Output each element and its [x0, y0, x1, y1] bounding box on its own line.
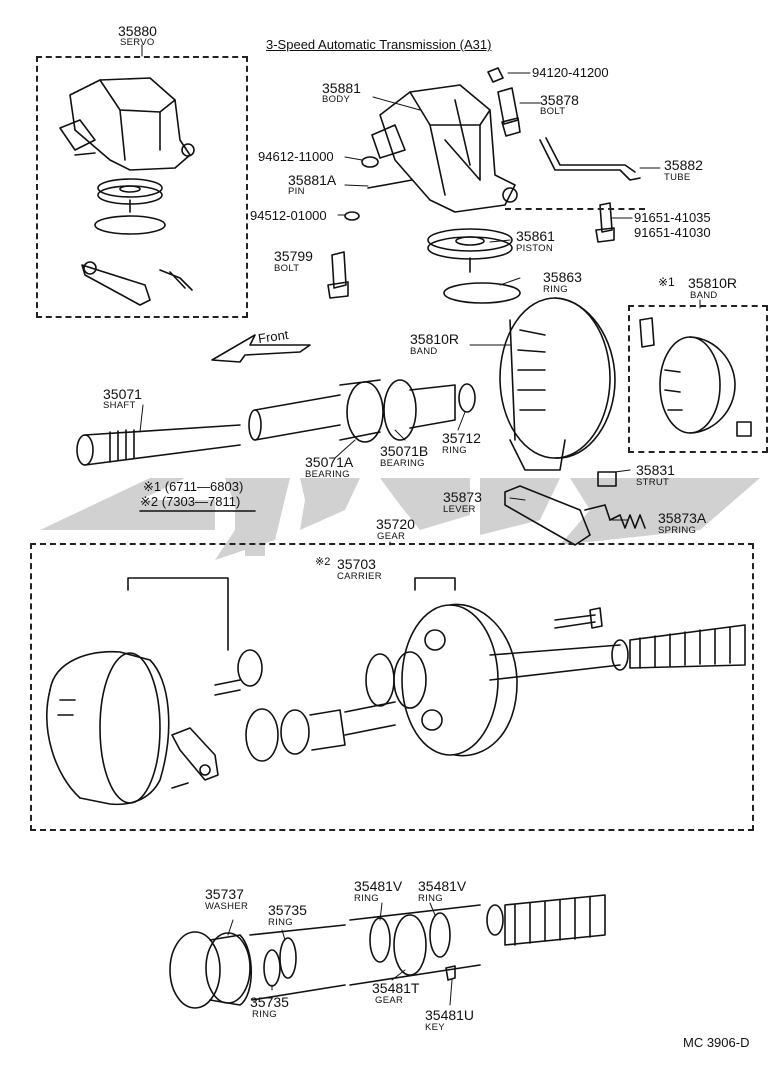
watermark-logo — [40, 478, 760, 560]
part-name: WASHER — [205, 901, 249, 912]
part-name: TUBE — [664, 172, 691, 183]
part-name: STRUT — [636, 477, 670, 488]
servo-assembly-drawing — [59, 77, 195, 306]
part-name: BEARING — [305, 469, 350, 480]
part-name: GEAR — [375, 995, 404, 1006]
part-number: 35481U — [425, 1007, 475, 1023]
part-number: 94512-01000 — [250, 208, 327, 223]
servo-group-box — [36, 56, 248, 318]
part-number: 35881 — [322, 80, 361, 96]
part-number: 35481V — [418, 878, 467, 894]
part-name: RING — [268, 917, 293, 928]
part-name: GEAR — [377, 531, 406, 542]
part-name: RING — [442, 445, 467, 456]
part-number: 35071 — [103, 386, 142, 402]
part-note-mark: ※2 — [315, 556, 331, 568]
diagram-title: 3-Speed Automatic Transmission (A31) — [266, 37, 492, 52]
part-name: BOLT — [540, 106, 566, 117]
part-number: 35810R — [410, 331, 460, 347]
spring-drawing — [609, 514, 646, 529]
part-name: KEY — [425, 1022, 445, 1033]
part-number: 35810R — [688, 275, 738, 291]
washer-drawing — [361, 156, 379, 168]
gear-assembly-drawing — [46, 577, 746, 806]
pin-drawing — [367, 179, 413, 189]
part-name: RING — [418, 893, 443, 904]
tube-drawing — [539, 139, 641, 181]
part-number: 35071A — [305, 454, 354, 470]
part-number: 35863 — [543, 269, 582, 285]
leader-lines — [139, 44, 701, 1006]
band-small-drawing — [639, 317, 752, 437]
part-number: 35481V — [354, 878, 403, 894]
part-number: 94120-41200 — [532, 65, 609, 80]
note-2: ※2 (7303—7811) — [140, 494, 241, 509]
part-name: SERVO — [120, 37, 155, 48]
band-group-box — [628, 305, 768, 453]
part-number: 35735 — [250, 994, 289, 1010]
part-number: 35880 — [118, 23, 157, 39]
part-number: 35712 — [442, 430, 481, 446]
ring-35863-drawing — [443, 282, 521, 304]
body-drawing — [371, 84, 518, 213]
part-number: 35481T — [372, 980, 420, 996]
band-35810r-drawing — [499, 297, 616, 471]
part-name: BOLT — [274, 263, 300, 274]
part-number: 91651-41030 — [634, 225, 711, 240]
strut-drawing — [597, 471, 617, 487]
part-name: SHAFT — [103, 400, 136, 411]
part-number: 35861 — [516, 228, 555, 244]
part-note-mark: ※1 — [658, 275, 675, 289]
part-number: 35873 — [443, 489, 482, 505]
part-name: SPRING — [658, 525, 697, 536]
part-number: 35071B — [380, 443, 429, 459]
output-shaft-drawing — [169, 894, 606, 1009]
shaft-35071-drawing — [76, 379, 456, 466]
part-number: 35873A — [658, 510, 707, 526]
front-arrow — [211, 334, 311, 363]
part-name: RING — [252, 1009, 277, 1020]
part-number: 35831 — [636, 462, 675, 478]
part-name: PISTON — [516, 243, 553, 254]
note-1: ※1 (6711—6803) — [143, 479, 244, 494]
part-number: 35735 — [268, 902, 307, 918]
part-name: BODY — [322, 94, 351, 105]
part-name: BAND — [410, 346, 438, 357]
part-number: 35881A — [288, 172, 337, 188]
part-number: 94612-11000 — [258, 149, 334, 164]
part-number: 35799 — [274, 248, 313, 264]
drawing-code: MC 3906-D — [683, 1035, 750, 1050]
part-name: BAND — [690, 290, 718, 301]
part-number: 35703 — [337, 556, 376, 572]
part-name: LEVER — [443, 504, 476, 515]
part-number: 35878 — [540, 92, 579, 108]
part-name: PIN — [288, 186, 305, 197]
part-number: 35882 — [664, 157, 703, 173]
tube-group-box — [505, 180, 645, 210]
gear-group-box — [30, 543, 754, 831]
ring-35712-drawing — [458, 383, 476, 413]
part-number: 35737 — [205, 886, 244, 902]
front-label: Front — [257, 326, 290, 347]
part-name: RING — [543, 284, 568, 295]
part-name: CARRIER — [337, 571, 382, 582]
part-number: 91651-41035 — [634, 210, 711, 225]
lever-drawing — [504, 485, 591, 546]
piston-drawing — [427, 228, 513, 273]
part-number: 35720 — [376, 516, 415, 532]
part-name: RING — [354, 893, 379, 904]
part-name: BEARING — [380, 458, 425, 469]
bolt-35878-drawing — [487, 67, 521, 137]
